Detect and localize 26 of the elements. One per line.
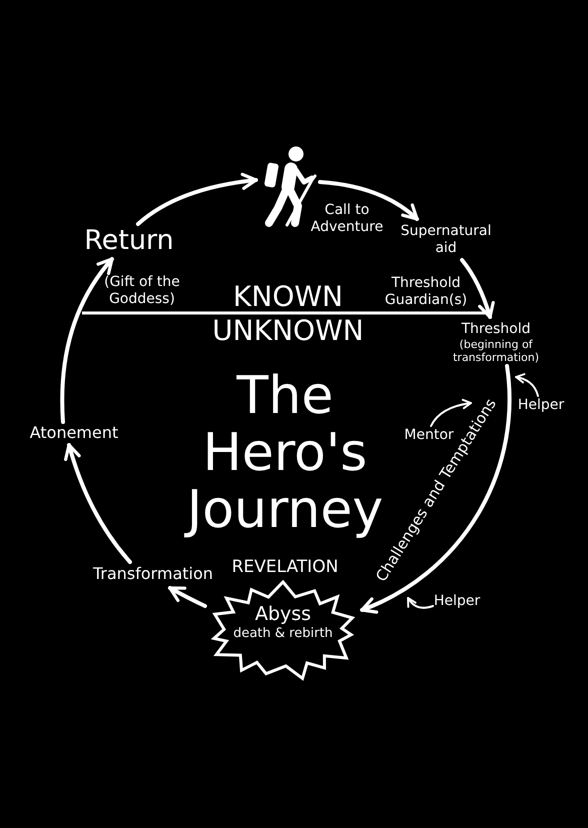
pointer-arrow xyxy=(515,373,539,397)
role-label: Helper xyxy=(434,593,480,610)
arrow xyxy=(460,258,495,319)
arrow xyxy=(64,443,132,564)
edge-label: Call to Adventure xyxy=(310,202,384,236)
stage-note: death & rebirth xyxy=(233,626,333,642)
role-label: Helper xyxy=(518,397,564,414)
stage-label: Supernatural aid xyxy=(400,223,492,257)
stage-label: Threshold xyxy=(462,321,530,338)
region-label: KNOWN xyxy=(233,283,343,311)
stage-label: Transformation xyxy=(92,564,214,583)
stage-label: Atonement xyxy=(30,423,118,442)
edge-label: Threshold Guardian(s) xyxy=(384,275,468,309)
stage-label: Return xyxy=(84,225,174,256)
pointer-arrow xyxy=(407,597,434,609)
pointer-arrow xyxy=(430,399,472,427)
arrow xyxy=(136,173,258,226)
arrow xyxy=(60,257,114,424)
arrow xyxy=(168,586,207,608)
stage-note: (beginning of transformation) xyxy=(452,338,540,364)
side-note: (Gift of the Goddess) xyxy=(103,274,181,308)
arrow xyxy=(318,180,419,221)
stage-label: Abyss xyxy=(254,603,312,625)
side-note: REVELATION xyxy=(232,557,338,577)
region-label: UNKNOWN xyxy=(212,316,364,346)
arrow xyxy=(360,364,512,613)
